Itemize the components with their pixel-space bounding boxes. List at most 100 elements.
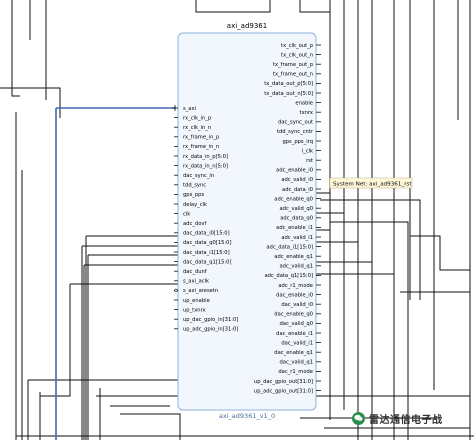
right-pin-adc-data-i0[interactable]: adc_data_i0 — [282, 187, 321, 193]
right-pin-enable[interactable]: enable — [295, 100, 321, 106]
right-pin-label: adc_enable_q1 — [274, 254, 313, 260]
left-pin-adc-dovf[interactable]: adc_dovf — [174, 221, 206, 227]
left-pin-label: tdd_sync — [183, 183, 206, 189]
left-pin-rx-frame-in-n[interactable]: rx_frame_in_n — [174, 144, 219, 150]
right-pin-adc-data-q1[interactable]: adc_data_q1[15:0] — [265, 273, 322, 279]
right-pin-label: rst — [306, 158, 313, 164]
right-pin-dac-valid-q0[interactable]: dac_valid_q0 — [279, 321, 321, 327]
watermark: 雷达通信电子战 — [352, 409, 443, 427]
right-pin-adc-data-i1[interactable]: adc_data_i1[15:0] — [266, 244, 321, 250]
right-pin-dac-enable-q0[interactable]: dac_enable_q0 — [274, 312, 321, 318]
right-pin-dac-valid-i1[interactable]: dac_valid_i1 — [281, 340, 321, 346]
right-pin-label: adc_enable_q0 — [274, 196, 313, 202]
watermark-text: 雷达通信电子战 — [369, 414, 443, 426]
right-pin-label: adc_enable_i1 — [276, 225, 313, 231]
right-pin-adc-valid-q1[interactable]: adc_valid_q1 — [279, 264, 321, 270]
right-pin-tdd-sync-cntr[interactable]: tdd_sync_cntr — [277, 129, 321, 135]
left-pin-up-dac-gpio-in[interactable]: up_dac_gpio_in[31:0] — [174, 317, 238, 323]
wire-right-h2[interactable] — [410, 235, 470, 271]
left-pin-s-axi-aresetn[interactable]: s_axi_aresetn — [174, 288, 218, 294]
left-pin-clk[interactable]: clk — [174, 211, 190, 217]
left-pin-rx-data-in-n[interactable]: rx_data_in_n[5:0] — [174, 163, 228, 169]
left-pin-rx-clk-in-n[interactable]: rx_clk_in_n — [174, 125, 211, 131]
right-pin-dac-valid-i0[interactable]: dac_valid_i0 — [281, 302, 321, 308]
left-pin-rx-data-in-p[interactable]: rx_data_in_p[5:0] — [174, 154, 228, 160]
left-pin-label: s_axi_aresetn — [183, 288, 218, 294]
left-pin-up-adc-gpio-in[interactable]: up_adc_gpio_in[31:0] — [174, 327, 238, 333]
right-pin-adc-enable-i1[interactable]: adc_enable_i1 — [276, 225, 321, 231]
right-pin-rst[interactable]: rst — [306, 158, 321, 164]
right-pin-adc-valid-i0[interactable]: adc_valid_i0 — [281, 177, 321, 183]
right-pin-label: adc_valid_q1 — [279, 264, 313, 270]
right-pin-tx-data-out-n[interactable]: tx_data_out_n[5:0] — [264, 91, 321, 97]
right-pin-tx-clk-out-n[interactable]: tx_clk_out_n — [281, 52, 321, 58]
wire-bottom-5[interactable] — [120, 413, 181, 440]
wire-right-h4[interactable] — [330, 221, 409, 440]
net-tooltip: System Net: axi_ad9361_rst — [329, 177, 412, 189]
right-pin-adc-r1-mode[interactable]: adc_r1_mode — [278, 283, 321, 289]
left-pin-up-txnrx[interactable]: up_txnrx — [174, 307, 206, 313]
left-pin-s-axi[interactable]: s_axi — [183, 106, 196, 112]
wire-top-4[interactable] — [299, 0, 330, 13]
right-pin-txnrx[interactable]: txnrx — [300, 110, 321, 116]
left-pin-up-enable[interactable]: up_enable — [174, 298, 210, 304]
right-pin-adc-valid-q0[interactable]: adc_valid_q0 — [279, 206, 321, 212]
wire-top-3[interactable] — [195, 0, 271, 13]
reset-bubble-icon — [174, 288, 178, 293]
right-pin-label: tx_frame_out_n — [273, 72, 313, 78]
left-pin-dac-sync-in[interactable]: dac_sync_in — [174, 173, 214, 179]
left-pin-label: s_axi_aclk — [183, 279, 209, 285]
left-pin-dac-data-i0[interactable]: dac_data_i0[15:0] — [174, 231, 230, 237]
right-pin-dac-r1-mode[interactable]: dac_r1_mode — [278, 369, 321, 375]
wire-aclk-v[interactable] — [40, 284, 71, 397]
right-pin-label: dac_enable_i1 — [276, 331, 313, 337]
left-pin-dac-dunf[interactable]: dac_dunf — [174, 269, 207, 275]
left-pin-label: clk — [183, 211, 190, 217]
right-pin-tx-frame-out-n[interactable]: tx_frame_out_n — [273, 72, 321, 78]
right-pin-tx-frame-out-p[interactable]: tx_frame_out_p — [273, 62, 321, 68]
right-pin-dac-sync-out[interactable]: dac_sync_out — [278, 120, 321, 126]
left-pin-s-axi-aclk[interactable]: s_axi_aclk — [174, 279, 209, 285]
right-pin-adc-data-q0[interactable]: adc_data_q0 — [280, 216, 321, 222]
left-pin-dac-data-i1[interactable]: dac_data_i1[15:0] — [174, 250, 230, 256]
right-pin-dac-enable-i1[interactable]: dac_enable_i1 — [276, 331, 321, 337]
left-pin-label: adc_dovf — [183, 221, 206, 227]
ip-block-body[interactable] — [177, 32, 317, 411]
right-pin-label: tdd_sync_cntr — [277, 129, 314, 135]
left-pin-rx-clk-in-p[interactable]: rx_clk_in_p — [174, 115, 212, 121]
left-pin-gps-pps[interactable]: gps_pps — [174, 192, 204, 198]
right-pin-label: adc_data_q0 — [280, 216, 313, 222]
right-pin-adc-enable-i0[interactable]: adc_enable_i0 — [276, 168, 321, 174]
left-pin-dac-data-q0[interactable]: dac_data_q0[15:0] — [174, 240, 232, 246]
left-pin-label: rx_data_in_p[5:0] — [183, 154, 228, 160]
wire-left-1[interactable] — [0, 87, 61, 118]
left-pin-rx-frame-in-p[interactable]: rx_frame_in_p — [174, 135, 220, 141]
right-pin-adc-enable-q0[interactable]: adc_enable_q0 — [274, 196, 321, 202]
right-pin-label: adc_enable_i0 — [276, 168, 313, 174]
left-pin-delay-clk[interactable]: delay_clk — [174, 202, 207, 208]
s-axi-expand-icon[interactable] — [172, 105, 178, 111]
right-pin-up-dac-gpio-out[interactable]: up_dac_gpio_out[31:0] — [254, 379, 321, 385]
left-pin-dac-data-q1[interactable]: dac_data_q1[15:0] — [174, 259, 232, 265]
right-pin-dac-enable-i0[interactable]: dac_enable_i0 — [276, 292, 321, 298]
right-pin-dac-valid-q1[interactable]: dac_valid_q1 — [279, 360, 321, 366]
right-pin-label: up_adc_gpio_out[31:0] — [254, 388, 313, 394]
left-pin-label: gps_pps — [183, 192, 204, 198]
right-pin-tx-clk-out-p[interactable]: tx_clk_out_p — [281, 43, 321, 49]
wire-right-stubs — [316, 192, 394, 275]
right-pin-label: adc_data_i0 — [282, 187, 313, 193]
block-footer: axi_ad9361_v1_0 — [219, 412, 275, 420]
right-pin-adc-enable-q1[interactable]: adc_enable_q1 — [274, 254, 321, 260]
wire-right-h1[interactable] — [320, 199, 421, 300]
s-axi-bus[interactable] — [55, 107, 176, 440]
wire-left-2[interactable] — [11, 0, 20, 97]
right-pin-gps-pps-irq[interactable]: gps_pps_irq — [282, 139, 321, 145]
right-pin-tx-data-out-p[interactable]: tx_data_out_p[5:0] — [264, 81, 321, 87]
left-pin-tdd-sync[interactable]: tdd_sync — [174, 183, 206, 189]
right-pin-l-clk[interactable]: l_clk — [302, 148, 321, 154]
left-pin-label: up_dac_gpio_in[31:0] — [183, 317, 238, 323]
right-pin-dac-enable-q1[interactable]: dac_enable_q1 — [274, 350, 321, 356]
right-pin-up-adc-gpio-out[interactable]: up_adc_gpio_out[31:0] — [254, 388, 321, 394]
right-pin-adc-valid-i1[interactable]: adc_valid_i1 — [281, 235, 321, 241]
